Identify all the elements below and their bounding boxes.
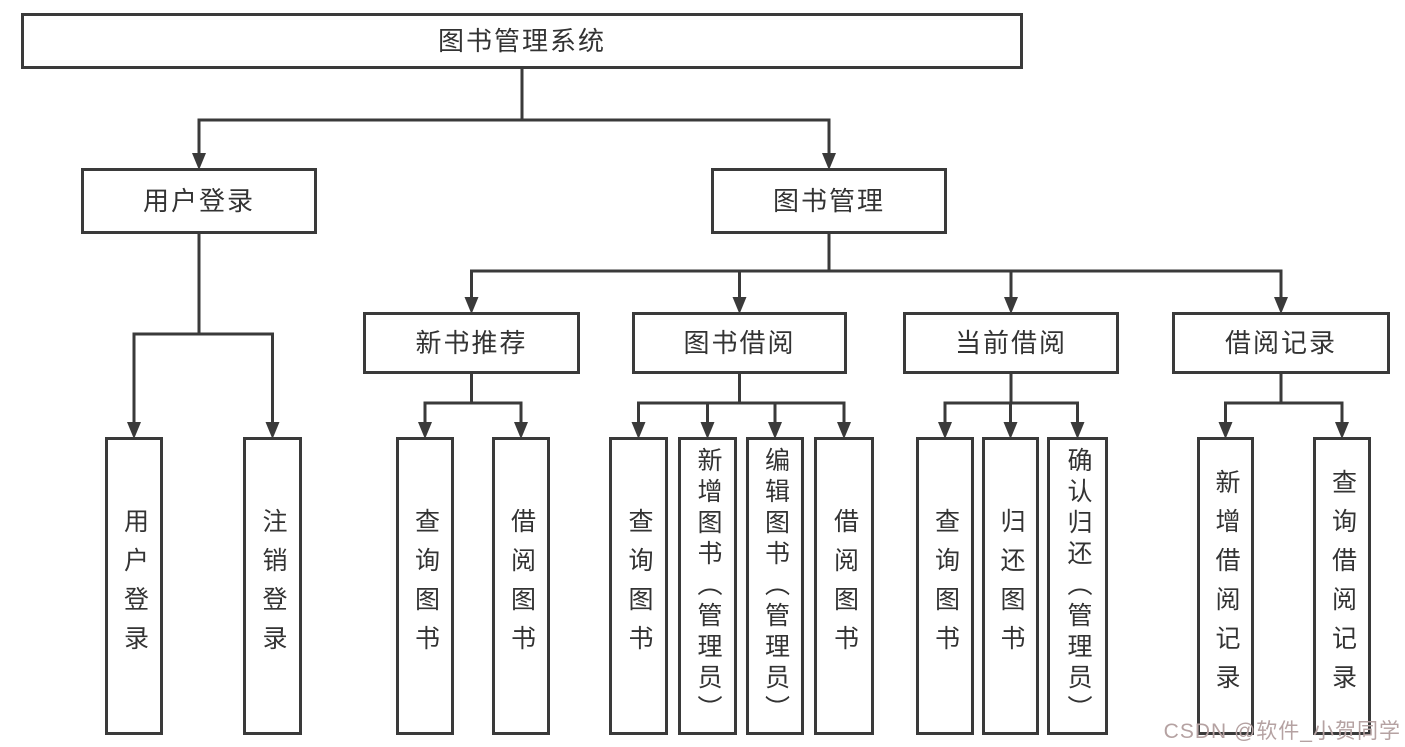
arrowhead-icon bbox=[732, 297, 747, 314]
node-leaf-query-book-2: 查询图书 bbox=[609, 437, 668, 735]
edge-borrow-record bbox=[1218, 370, 1349, 439]
arrowhead-icon bbox=[1004, 297, 1018, 314]
arrowhead-icon bbox=[768, 422, 782, 439]
node-new-book-rec: 新书推荐 bbox=[363, 312, 580, 374]
node-root: 图书管理系统 bbox=[21, 13, 1023, 69]
arrowhead-icon bbox=[514, 422, 528, 439]
node-leaf-add-record: 新增借阅记录 bbox=[1197, 437, 1254, 735]
node-leaf-logout: 注销登录 bbox=[243, 437, 302, 735]
arrowhead-icon bbox=[700, 422, 715, 439]
node-leaf-borrow-book-2: 借阅图书 bbox=[814, 437, 874, 735]
edge-new-book-rec bbox=[418, 370, 528, 439]
node-user-login: 用户登录 bbox=[81, 168, 317, 234]
arrowhead-icon bbox=[837, 422, 851, 439]
arrowhead-icon bbox=[822, 153, 836, 170]
arrowhead-icon bbox=[418, 422, 432, 439]
arrowhead-icon bbox=[1003, 422, 1018, 439]
node-leaf-user-login: 用户登录 bbox=[105, 437, 163, 735]
node-leaf-query-record: 查询借阅记录 bbox=[1313, 437, 1371, 735]
node-book-borrow: 图书借阅 bbox=[632, 312, 847, 374]
arrowhead-icon bbox=[1335, 422, 1349, 439]
node-leaf-edit-book: 编辑图书（管理员） bbox=[746, 437, 804, 735]
node-current-borrow: 当前借阅 bbox=[903, 312, 1119, 374]
arrowhead-icon bbox=[127, 422, 141, 439]
edge-root bbox=[192, 65, 836, 170]
node-borrow-record: 借阅记录 bbox=[1172, 312, 1390, 374]
arrowhead-icon bbox=[938, 422, 952, 439]
arrowhead-icon bbox=[1218, 422, 1233, 439]
arrowhead-icon bbox=[1070, 422, 1085, 439]
watermark: CSDN @软件_小贺同学 bbox=[1163, 720, 1401, 743]
edge-current-borrow bbox=[938, 370, 1085, 439]
node-leaf-return-book: 归还图书 bbox=[982, 437, 1039, 735]
node-leaf-add-book: 新增图书（管理员） bbox=[678, 437, 737, 735]
node-leaf-query-book-3: 查询图书 bbox=[916, 437, 974, 735]
arrowhead-icon bbox=[631, 422, 646, 439]
edge-user-login bbox=[127, 230, 280, 439]
arrowhead-icon bbox=[1274, 297, 1288, 314]
edge-book-borrow bbox=[631, 370, 851, 439]
arrowhead-icon bbox=[265, 422, 280, 439]
edge-book-mgmt bbox=[464, 230, 1288, 314]
arrowhead-icon bbox=[192, 153, 206, 170]
node-leaf-borrow-book-1: 借阅图书 bbox=[492, 437, 550, 735]
node-book-mgmt: 图书管理 bbox=[711, 168, 947, 234]
node-leaf-confirm-return: 确认归还（管理员） bbox=[1047, 437, 1108, 735]
arrowhead-icon bbox=[464, 297, 479, 314]
node-leaf-query-book-1: 查询图书 bbox=[396, 437, 454, 735]
